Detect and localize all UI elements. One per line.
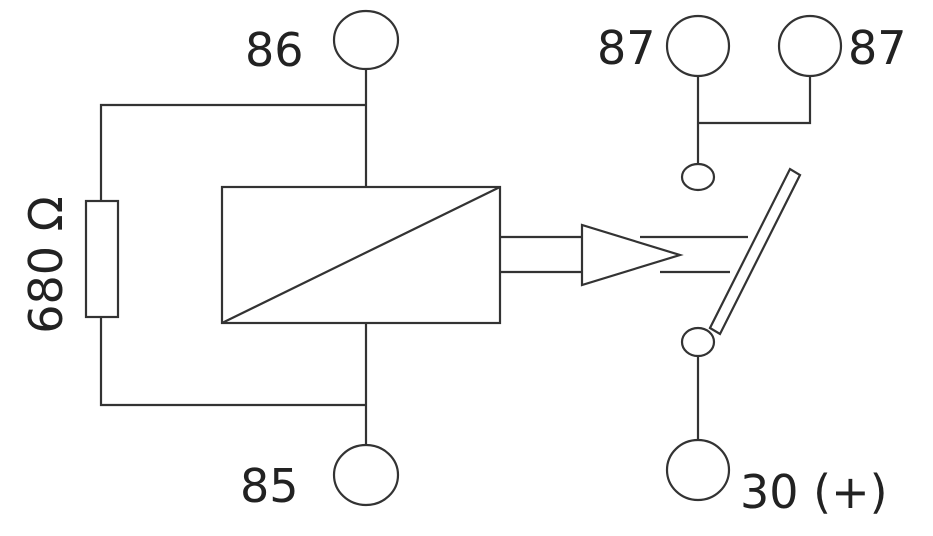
label-30: 30 (+) (740, 465, 888, 519)
switch-blade (708, 167, 802, 336)
terminal-86-circle (332, 9, 400, 71)
actuator-arrow (580, 223, 684, 287)
switch-contact (680, 162, 716, 192)
coil-wires (99, 69, 368, 445)
coil-diagonal (221, 186, 501, 324)
label-87-left: 87 (597, 21, 656, 75)
terminal-30-circle (665, 438, 731, 502)
terminal-85-circle (332, 443, 400, 507)
terminal-87-right-circle (777, 14, 843, 78)
switch-pivot (680, 326, 716, 358)
terminal-87-left-circle (665, 14, 731, 78)
label-resistor: 680 Ω (19, 196, 73, 334)
switch-wires (696, 76, 812, 440)
label-86: 86 (245, 23, 304, 77)
actuator-lines (500, 235, 748, 274)
coil-box (220, 185, 502, 325)
label-85: 85 (240, 459, 299, 513)
label-87-right: 87 (848, 21, 907, 75)
resistor (84, 199, 120, 319)
